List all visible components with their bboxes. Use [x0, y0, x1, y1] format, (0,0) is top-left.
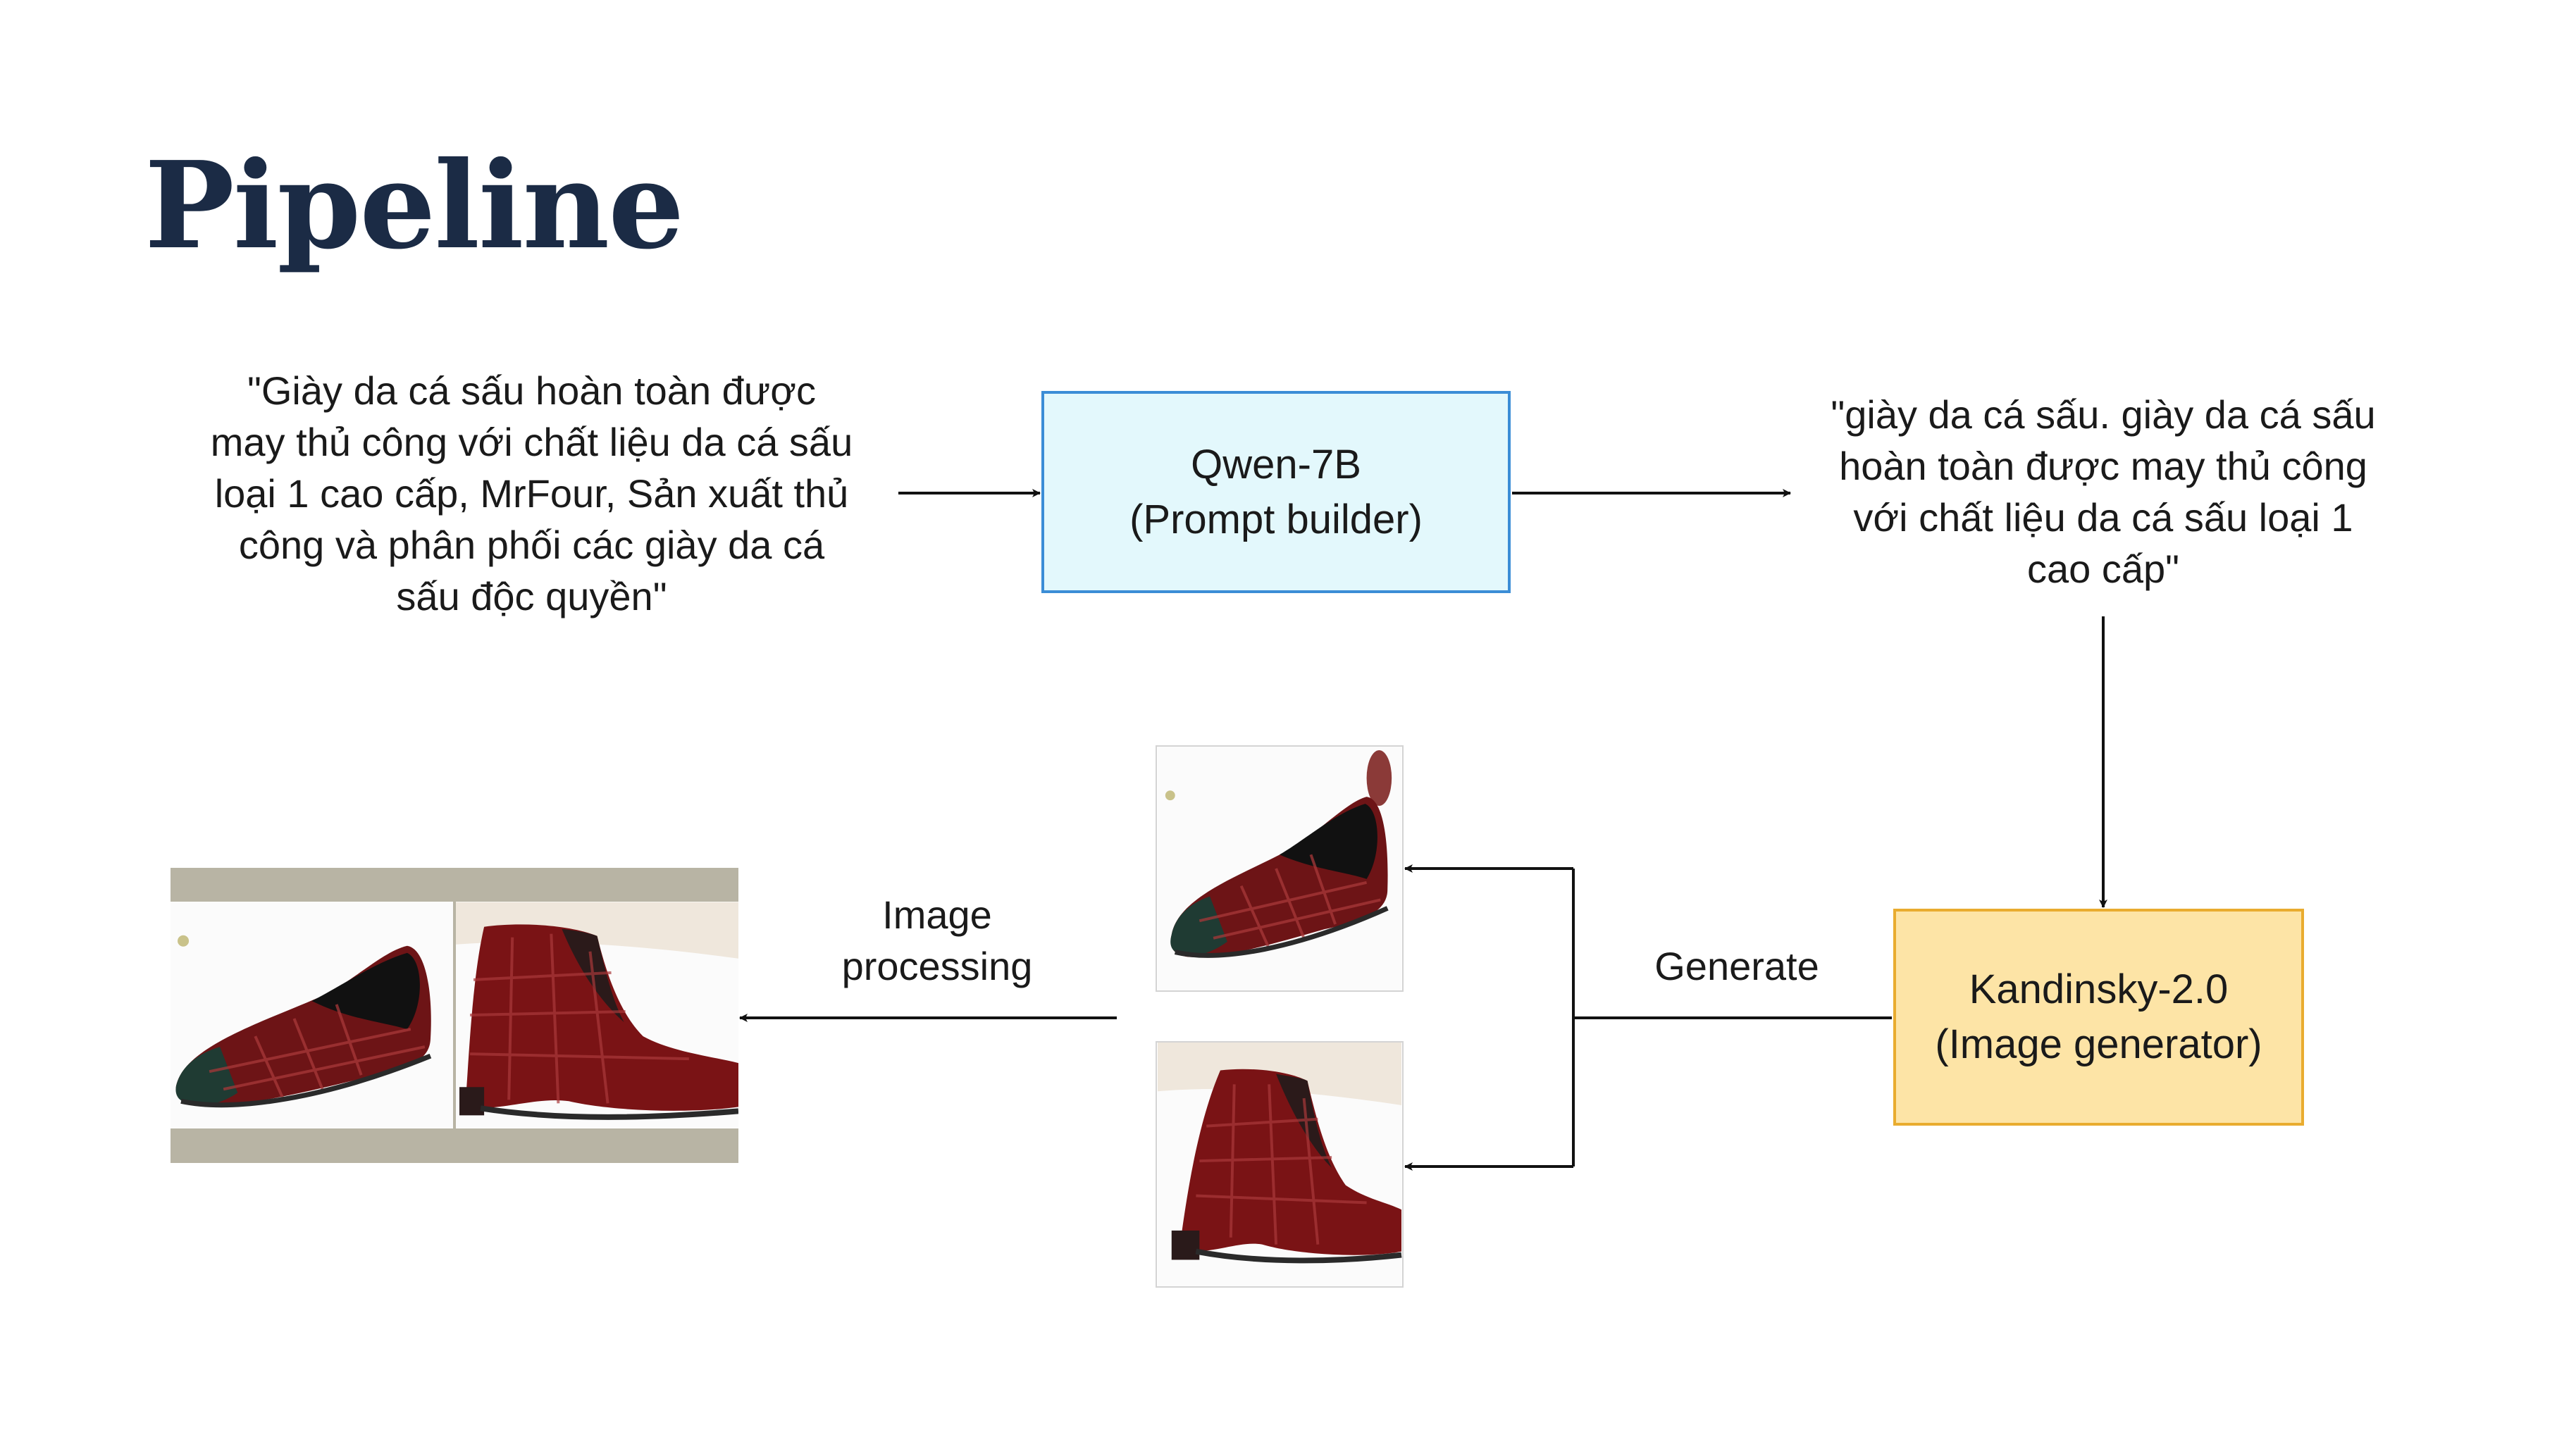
- qwen-prompt-builder-box: Qwen-7B (Prompt builder): [1041, 391, 1511, 593]
- output-prompt: "giày da cá sấu. giày da cá sấu hoàn toà…: [1783, 389, 2424, 595]
- input-prompt-line: công và phân phối các giày da cá: [238, 523, 825, 567]
- output-prompt-line: "giày da cá sấu. giày da cá sấu: [1831, 392, 2376, 437]
- kandinsky-image-generator-box: Kandinsky-2.0 (Image generator): [1893, 909, 2304, 1126]
- boot-shoe-image: [1158, 1043, 1402, 1286]
- loafer-shoe-image: [1158, 747, 1401, 990]
- input-prompt-line: "Giày da cá sấu hoàn toàn được: [247, 368, 817, 413]
- input-prompt-line: may thủ công với chất liệu da cá sấu: [210, 420, 853, 464]
- image-processing-line: Image: [882, 892, 992, 937]
- composite-boot-panel: [456, 902, 738, 1128]
- input-prompt-line: sấu độc quyền": [396, 574, 667, 618]
- kandinsky-model-name: Kandinsky-2.0: [1969, 966, 2229, 1012]
- composite-loafer-image: [171, 902, 453, 1128]
- generated-image-boot: [1156, 1041, 1404, 1288]
- image-processing-label: Image processing: [796, 889, 1078, 992]
- output-prompt-line: với chất liệu da cá sấu loại 1: [1853, 495, 2353, 540]
- input-prompt: "Giày da cá sấu hoàn toàn được may thủ c…: [171, 365, 893, 622]
- generated-image-loafer: [1156, 745, 1404, 992]
- input-prompt-line: loại 1 cao cấp, MrFour, Sản xuất thủ: [214, 471, 849, 516]
- image-processing-line: processing: [841, 944, 1033, 988]
- kandinsky-role: (Image generator): [1935, 1021, 2262, 1067]
- qwen-role: (Prompt builder): [1129, 496, 1423, 542]
- output-prompt-line: hoàn toàn được may thủ công: [1839, 444, 2367, 488]
- qwen-model-name: Qwen-7B: [1191, 441, 1361, 487]
- processed-composite-image: [171, 868, 738, 1163]
- composite-loafer-panel: [171, 902, 453, 1128]
- generate-label: Generate: [1654, 944, 1819, 988]
- output-prompt-line: cao cấp": [2026, 547, 2179, 591]
- slide-title: Pipeline: [144, 135, 684, 276]
- composite-boot-image: [456, 902, 738, 1128]
